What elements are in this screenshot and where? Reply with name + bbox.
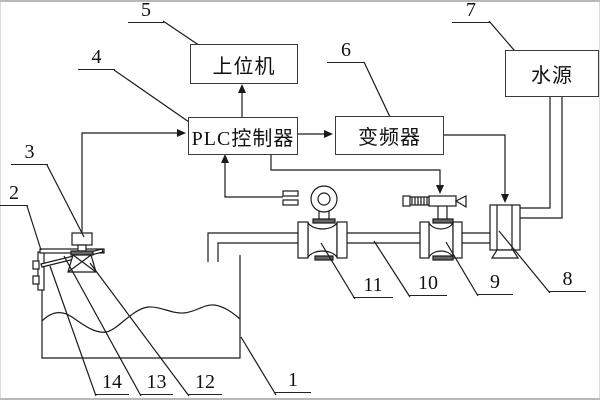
water-tank [41,252,241,359]
callout-8: 8 [549,269,586,292]
arrow-into-plc-bottom [221,154,229,163]
water-source-box: 水源 [505,50,599,97]
callout-5: 5 [128,0,164,23]
host-computer-box: 上位机 [190,44,298,84]
callout-3: 3 [11,142,48,165]
callout-1: 1 [275,370,311,393]
sensor-to-plc-line [81,132,183,232]
callout-6: 6 [327,40,365,63]
flowmeter-to-plc-line [224,157,283,198]
source-pipe [520,95,563,219]
callout-10: 10 [409,273,447,296]
callout-9: 9 [477,272,513,295]
actuator-cone-icon [454,195,467,209]
inverter-label: 变频器 [358,127,421,149]
leader-lines [26,20,551,397]
water-source-label: 水源 [531,65,573,87]
pump-bell-icon [490,249,520,259]
callout-11: 11 [353,275,393,298]
arrowheads [177,84,509,203]
plc-controller-box: PLC控制器 [188,117,298,155]
callout-14: 14 [95,372,129,395]
plc-to-valve-line [270,153,441,191]
plc-controller-label: PLC控制器 [191,127,295,150]
pipe-line [207,232,490,262]
control-valve-icon [402,195,467,261]
host-computer-label: 上位机 [212,55,276,78]
arrow-into-pump [501,194,509,203]
inverter-to-pump-line [442,134,506,200]
inverter-box: 变频器 [335,116,444,155]
callout-13: 13 [140,372,173,395]
callout-4: 4 [78,47,115,70]
arrow-into-plc-left [177,129,186,137]
arrow-into-valve [436,185,444,194]
flowmeter-icon [282,185,348,261]
pump-icon [489,204,521,259]
actuator-body-icon [428,195,457,207]
arrow-up-host [238,84,246,93]
arrow-into-inverter [324,130,333,138]
sensor-horn-icon [67,254,97,273]
water-wave [41,304,241,333]
sensor-head-icon [71,232,93,246]
callout-7: 7 [452,0,490,23]
callout-2: 2 [0,183,28,206]
callout-12: 12 [188,372,222,395]
level-sensor-assembly [32,232,105,291]
